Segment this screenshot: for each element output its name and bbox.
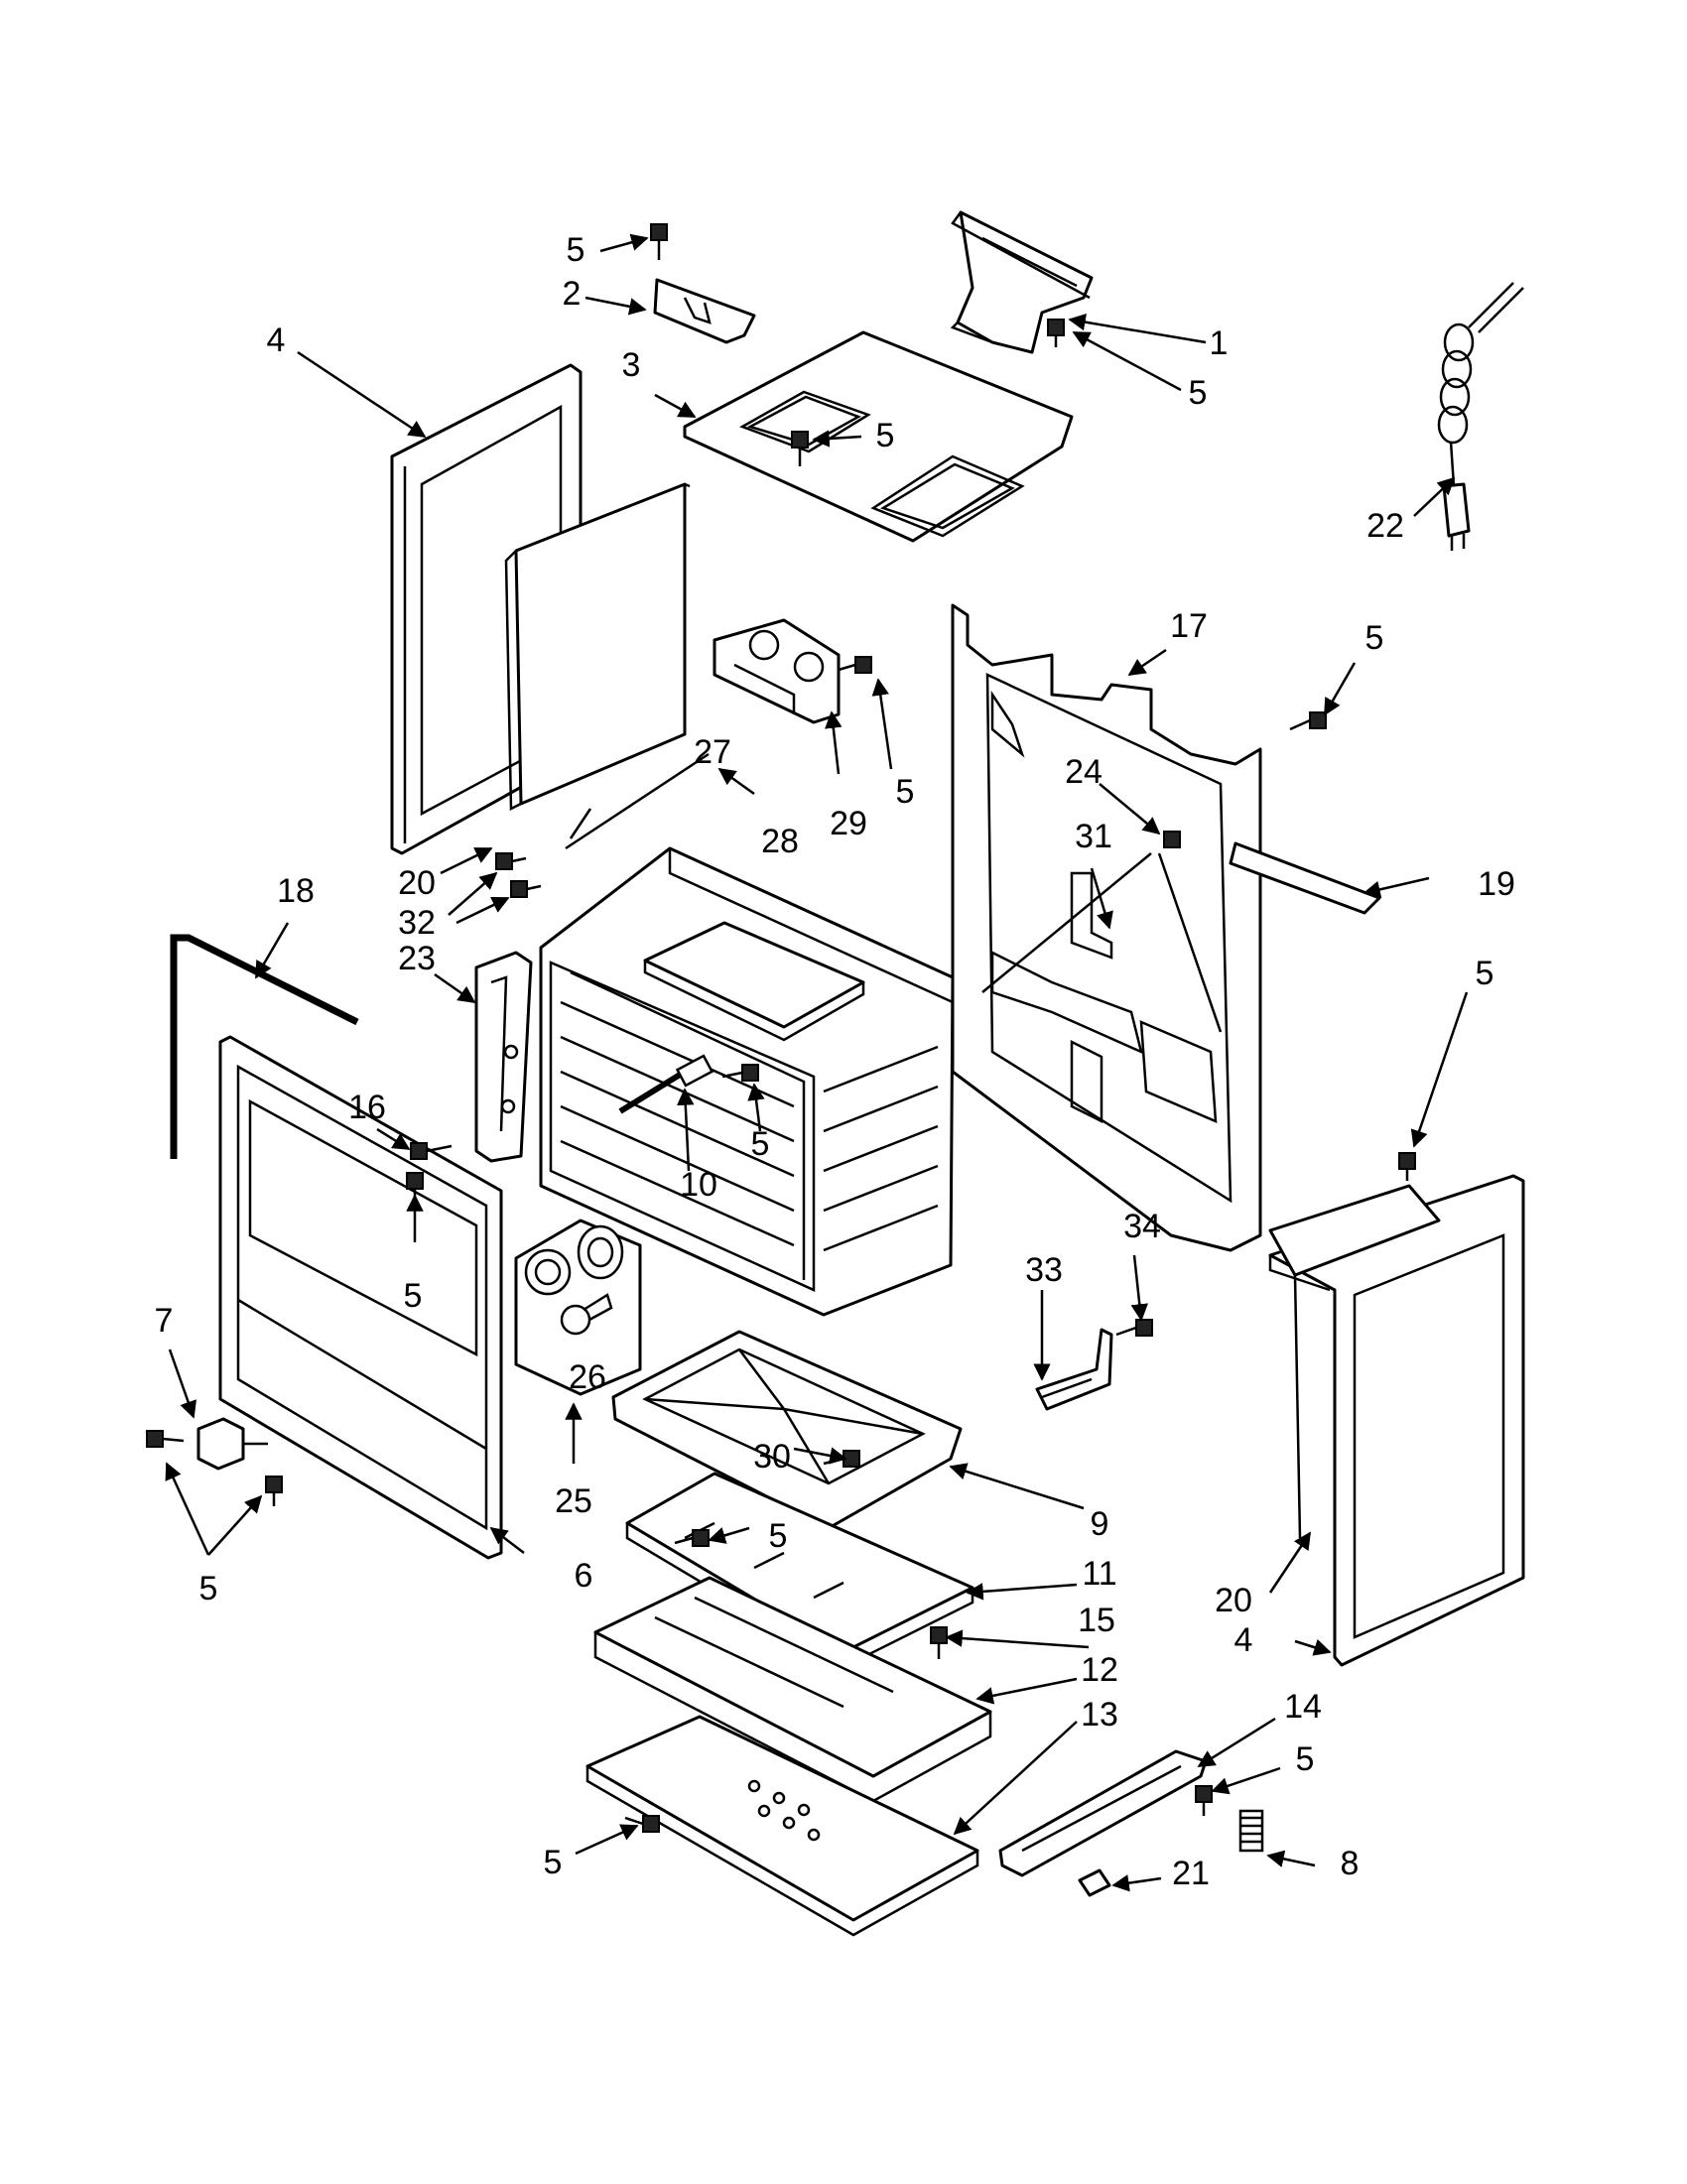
callout-11: 11 — [1082, 1555, 1116, 1593]
callout-5-hinge: 5 — [199, 1570, 218, 1607]
callout-labels: 5 2 1 5 3 4 5 22 17 5 5 29 24 31 27 28 1… — [155, 231, 1515, 1892]
screw-5-top — [650, 223, 668, 260]
callout-5-thermostat: 5 — [896, 773, 915, 811]
screw-24 — [1163, 831, 1181, 848]
callout-7: 7 — [155, 1302, 174, 1340]
part-liner-right — [1268, 1184, 1441, 1539]
screw-5-top-panel — [791, 431, 809, 466]
part-power-cord — [1437, 282, 1524, 551]
part-clip — [1078, 1868, 1111, 1897]
screw-5-hinge-b — [265, 1476, 283, 1506]
part-hinge-receiver — [474, 951, 533, 1163]
callout-5-right-top: 5 — [1476, 955, 1494, 992]
part-hinge-bracket — [1035, 1328, 1113, 1411]
callout-5-bottom: 5 — [544, 1844, 563, 1881]
part-drawer — [593, 1576, 992, 1803]
callout-5-duct: 5 — [1189, 374, 1208, 412]
callout-5-top: 5 — [567, 231, 585, 269]
callout-20-right: 20 — [1215, 1582, 1252, 1619]
callout-12: 12 — [1081, 1651, 1118, 1689]
callout-1: 1 — [1210, 324, 1229, 362]
screw-5-duct — [1047, 319, 1065, 347]
callout-30: 30 — [753, 1438, 791, 1476]
screw-5-right — [1398, 1152, 1416, 1181]
callout-2: 2 — [563, 275, 582, 313]
part-rear-panel — [951, 603, 1262, 1252]
callout-5-rear: 5 — [1365, 619, 1384, 657]
callout-3: 3 — [622, 346, 641, 384]
callout-5-pan: 5 — [769, 1517, 788, 1555]
callout-14: 14 — [1284, 1688, 1322, 1726]
screw-32b — [510, 880, 542, 898]
callout-33: 33 — [1025, 1251, 1063, 1289]
part-vent-duct — [950, 210, 1094, 354]
leader-lines — [165, 233, 1469, 1892]
callout-23: 23 — [398, 940, 436, 977]
screw-16 — [410, 1142, 453, 1160]
part-knob-set — [514, 1219, 642, 1396]
callout-18: 18 — [277, 872, 315, 910]
screw-32a — [495, 852, 527, 870]
callout-5-frame: 5 — [404, 1277, 423, 1315]
callout-9: 9 — [1091, 1505, 1109, 1543]
callout-10: 10 — [680, 1166, 717, 1204]
callout-31: 31 — [1075, 818, 1112, 855]
part-thermostat-bracket — [713, 618, 841, 724]
callout-5-toe: 5 — [1296, 1740, 1315, 1778]
callout-29: 29 — [830, 805, 867, 842]
screw-5-toe — [1195, 1785, 1213, 1816]
callout-24: 24 — [1065, 753, 1103, 791]
screw-34 — [1115, 1319, 1153, 1337]
callout-32: 32 — [398, 904, 436, 942]
callout-5-cavity: 5 — [751, 1125, 770, 1163]
part-sensor — [618, 1054, 714, 1114]
part-side-panel-right — [1268, 1174, 1525, 1667]
callout-34: 34 — [1123, 1208, 1161, 1245]
screw-5-thermostat — [838, 656, 872, 674]
callout-20-left: 20 — [398, 864, 436, 902]
callout-25: 25 — [555, 1482, 592, 1520]
screw-5-rear — [1289, 711, 1327, 731]
callout-6: 6 — [575, 1557, 593, 1595]
callout-19: 19 — [1478, 865, 1515, 903]
callout-27: 27 — [694, 733, 731, 771]
part-gasket — [170, 934, 359, 1159]
part-front-frame — [218, 1035, 503, 1560]
callout-4-right: 4 — [1234, 1621, 1253, 1659]
callout-17: 17 — [1170, 607, 1208, 645]
callout-21: 21 — [1172, 1855, 1210, 1892]
part-toe-kick-bracket — [998, 1749, 1208, 1877]
part-burner-base — [611, 1330, 963, 1530]
part-door-hinge — [196, 1417, 268, 1471]
screw-15 — [930, 1626, 948, 1659]
part-top-panel — [683, 330, 1074, 543]
part-drawer-bottom — [585, 1715, 979, 1937]
callout-22: 22 — [1366, 507, 1404, 545]
part-leveling-leg — [1238, 1809, 1264, 1853]
callout-26: 26 — [569, 1358, 606, 1396]
part-strap — [1229, 841, 1381, 915]
screws — [146, 223, 1416, 1833]
callout-5-top-panel: 5 — [876, 417, 895, 454]
screw-5-cavity — [721, 1064, 759, 1082]
part-liner-panel — [504, 482, 691, 812]
screw-5-hinge-a — [146, 1430, 185, 1448]
callout-13: 13 — [1081, 1696, 1118, 1734]
callout-16: 16 — [348, 1089, 386, 1126]
callout-28: 28 — [761, 823, 799, 860]
part-bracket — [653, 278, 756, 344]
callout-8: 8 — [1341, 1845, 1360, 1882]
screw-5-bottom — [624, 1815, 660, 1833]
callout-4-left: 4 — [267, 321, 286, 359]
callout-15: 15 — [1078, 1602, 1115, 1639]
